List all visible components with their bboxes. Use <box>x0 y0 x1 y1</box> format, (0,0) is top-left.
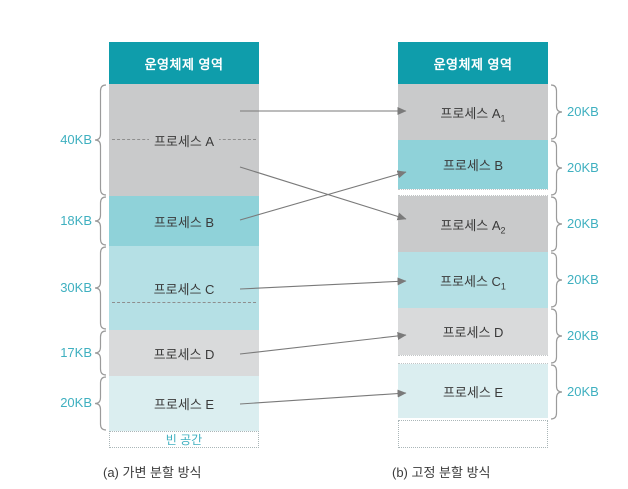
arrow-e-to-e <box>239 389 407 405</box>
arrow-d-to-d <box>239 331 407 355</box>
brace-17kb <box>94 330 107 376</box>
size-label-20kb-1: 20KB <box>567 104 599 119</box>
internal-fragmentation-strip-b <box>398 189 548 196</box>
brace-18kb <box>94 196 107 246</box>
brace-20kb-left <box>94 376 107 431</box>
partition-c1: 프로세스 C1 <box>398 252 548 308</box>
process-block-label: 프로세스 C <box>148 278 220 298</box>
size-label-30kb: 30KB <box>60 280 92 295</box>
size-label-20kb-4: 20KB <box>567 272 599 287</box>
unused-memory-box <box>398 420 548 448</box>
partition-label: 프로세스 C1 <box>435 270 511 291</box>
os-area-label: 운영체제 영역 <box>144 56 224 72</box>
brace-30kb <box>94 246 107 330</box>
size-label-20kb-left: 20KB <box>60 395 92 410</box>
split-dashed-line-c <box>112 302 256 303</box>
size-label-20kb-6: 20KB <box>567 384 599 399</box>
brace-20kb-6 <box>550 364 563 420</box>
arrow-b-to-b <box>239 170 407 221</box>
size-label-18kb: 18KB <box>60 213 92 228</box>
process-block-label: 프로세스 B <box>148 211 220 231</box>
free-space-box: 빈 공간 <box>109 431 259 448</box>
caption-variable-partition: (a) 가변 분할 방식 <box>103 465 202 480</box>
partition-label: 프로세스 B <box>437 155 509 174</box>
os-area-header-right: 운영체제 영역 <box>398 42 548 84</box>
size-label-20kb-2: 20KB <box>567 160 599 175</box>
brace-20kb-3 <box>550 196 563 252</box>
size-label-20kb-3: 20KB <box>567 216 599 231</box>
brace-20kb-4 <box>550 252 563 308</box>
partition-label: 프로세스 A1 <box>435 102 511 123</box>
process-block-c: 프로세스 C <box>109 246 259 330</box>
partition-d: 프로세스 D <box>398 308 548 355</box>
arrow-a-to-a2 <box>239 166 407 221</box>
process-block-e: 프로세스 E <box>109 376 259 431</box>
size-label-40kb: 40KB <box>60 132 92 147</box>
internal-fragmentation-strip-d <box>398 355 548 364</box>
brace-40kb <box>94 84 107 196</box>
os-area-header-left: 운영체제 영역 <box>109 42 259 84</box>
process-block-a: 프로세스 A <box>109 84 259 196</box>
partition-b: 프로세스 B <box>398 140 548 189</box>
partition-label: 프로세스 E <box>437 381 509 401</box>
os-area-label: 운영체제 영역 <box>433 56 513 72</box>
free-space-label: 빈 공간 <box>165 433 203 447</box>
size-label-20kb-5: 20KB <box>567 328 599 343</box>
process-block-label: 프로세스 D <box>148 343 220 363</box>
process-block-d: 프로세스 D <box>109 330 259 376</box>
partition-label: 프로세스 D <box>437 322 509 341</box>
brace-20kb-1 <box>550 84 563 140</box>
process-block-label: 프로세스 A <box>148 130 220 150</box>
size-label-17kb: 17KB <box>60 345 92 360</box>
process-block-b: 프로세스 B <box>109 196 259 246</box>
brace-20kb-2 <box>550 140 563 196</box>
partition-a1: 프로세스 A1 <box>398 84 548 140</box>
partition-e: 프로세스 E <box>398 364 548 418</box>
brace-20kb-5 <box>550 308 563 364</box>
partition-label: 프로세스 A2 <box>435 214 511 235</box>
caption-fixed-partition: (b) 고정 분할 방식 <box>392 465 491 480</box>
arrow-c-to-c1 <box>239 277 407 290</box>
process-block-label: 프로세스 E <box>148 394 220 413</box>
partition-a2: 프로세스 A2 <box>398 196 548 252</box>
